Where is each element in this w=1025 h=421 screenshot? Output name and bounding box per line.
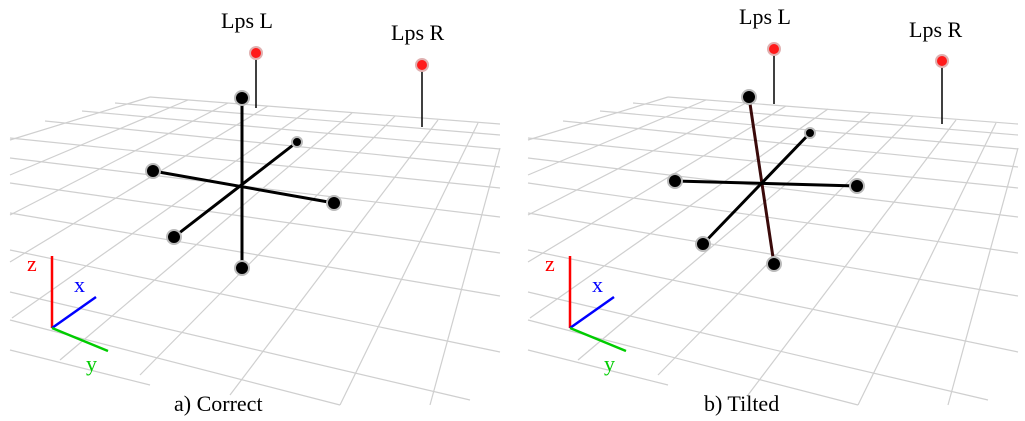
axis-y-label: y <box>604 351 615 376</box>
joint <box>234 260 250 276</box>
joint <box>291 136 303 148</box>
joint <box>326 195 342 211</box>
axis-y-label: y <box>86 351 97 376</box>
skeleton-joints-b <box>667 89 865 272</box>
joint <box>695 236 711 252</box>
marker-left-label: Lps L <box>739 4 791 29</box>
marker-right <box>935 54 949 68</box>
skeleton-joints-a <box>145 90 342 276</box>
marker-right <box>415 58 429 72</box>
axis-z-label: z <box>27 251 37 276</box>
marker-left <box>249 46 263 60</box>
caption-a: a) Correct <box>174 391 263 416</box>
axis-z-label: z <box>545 251 555 276</box>
axis-x-label: x <box>74 272 85 297</box>
joint <box>766 256 782 272</box>
joint <box>145 163 161 179</box>
axis-gizmo-b <box>568 256 627 353</box>
floor-grid <box>527 96 1019 406</box>
joint <box>667 173 683 189</box>
skeleton-a <box>151 96 336 270</box>
marker-right-label: Lps R <box>909 17 963 42</box>
marker-right-label: Lps R <box>391 20 445 45</box>
joint <box>234 90 250 106</box>
skeleton-b <box>673 95 859 266</box>
panel-tilted: Lps L Lps R z x y b) Tilted <box>527 4 1019 416</box>
joint <box>804 127 816 139</box>
floor-grid <box>9 96 501 406</box>
marker-left <box>767 42 781 56</box>
joint <box>849 178 865 194</box>
panel-correct: Lps L Lps R z x y a) Correct <box>9 8 501 416</box>
axis-gizmo-a <box>50 256 109 353</box>
marker-left-label: Lps L <box>221 8 273 33</box>
joint <box>166 229 182 245</box>
joint <box>741 89 757 105</box>
caption-b: b) Tilted <box>704 391 779 416</box>
axis-x-label: x <box>592 272 603 297</box>
